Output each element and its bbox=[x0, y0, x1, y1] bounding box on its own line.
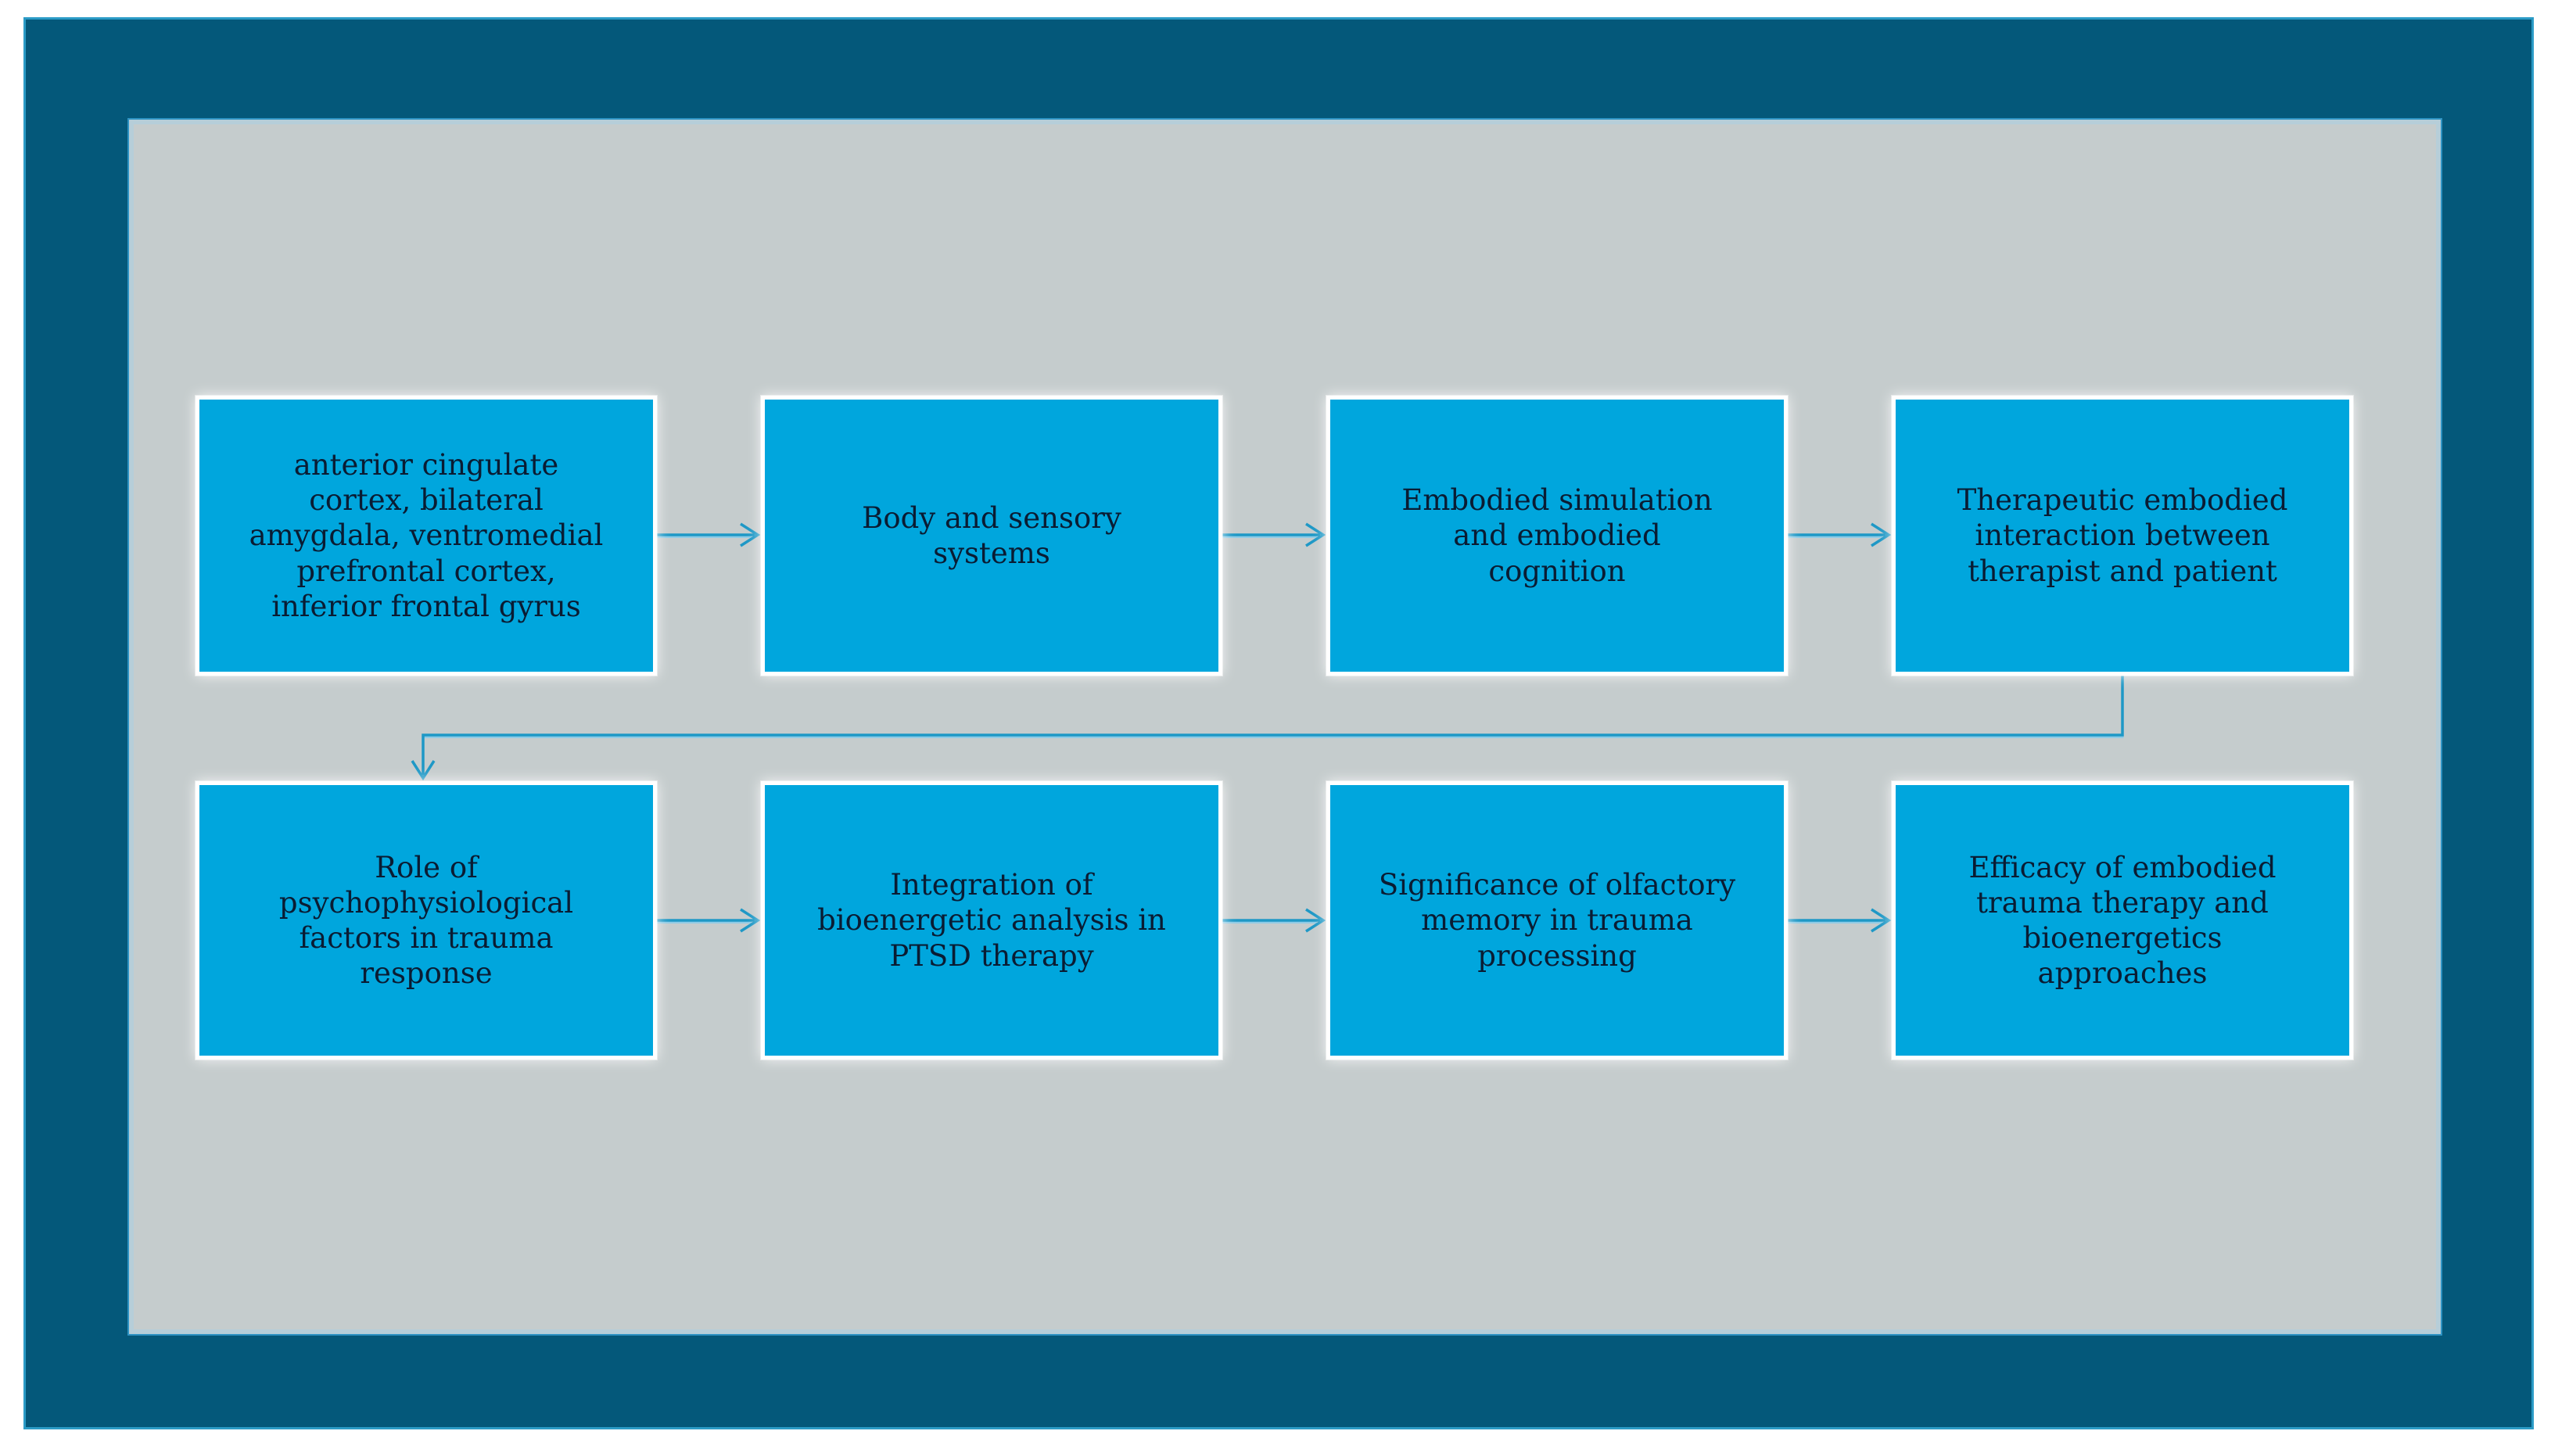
connector-5-6 bbox=[657, 908, 761, 933]
flow-box-label: anterior cingulate cortex, bilateral amy… bbox=[249, 448, 604, 623]
flow-box-label: Role of psychophysiological factors in t… bbox=[278, 850, 574, 991]
flow-box-label: Body and sensory systems bbox=[862, 500, 1121, 570]
connector-highlights bbox=[423, 536, 2124, 923]
flow-box-efficacy: Efficacy of embodied trauma therapy and … bbox=[1892, 781, 2353, 1060]
connector-7-8 bbox=[1788, 908, 1892, 933]
connector-6-7 bbox=[1222, 908, 1326, 933]
flow-box-embodied-simulation: Embodied simulation and embodied cogniti… bbox=[1326, 396, 1788, 676]
flow-box-label: Therapeutic embodied interaction between… bbox=[1957, 483, 2288, 588]
flow-box-therapeutic-interaction: Therapeutic embodied interaction between… bbox=[1892, 396, 2353, 676]
flow-connectors bbox=[411, 522, 2124, 933]
flow-box-olfactory-memory: Significance of olfactory memory in trau… bbox=[1326, 781, 1788, 1060]
connector-1-2 bbox=[657, 522, 761, 547]
connector-2-3 bbox=[1222, 522, 1326, 547]
outer-frame: anterior cingulate cortex, bilateral amy… bbox=[23, 17, 2534, 1429]
flow-box-label: Efficacy of embodied trauma therapy and … bbox=[1968, 850, 2277, 991]
flow-box-psychophysiological: Role of psychophysiological factors in t… bbox=[196, 781, 657, 1060]
flow-box-body-sensory: Body and sensory systems bbox=[761, 396, 1222, 676]
flow-box-label: Integration of bioenergetic analysis in … bbox=[817, 868, 1166, 973]
diagram-panel: anterior cingulate cortex, bilateral amy… bbox=[127, 118, 2442, 1336]
flow-box-brain-regions: anterior cingulate cortex, bilateral amy… bbox=[196, 396, 657, 676]
flow-box-bioenergetic-integration: Integration of bioenergetic analysis in … bbox=[761, 781, 1222, 1060]
flow-box-label: Embodied simulation and embodied cogniti… bbox=[1401, 483, 1713, 588]
connector-3-4 bbox=[1788, 522, 1892, 547]
connector-4-5 bbox=[411, 676, 2124, 781]
flow-box-label: Significance of olfactory memory in trau… bbox=[1378, 868, 1736, 973]
